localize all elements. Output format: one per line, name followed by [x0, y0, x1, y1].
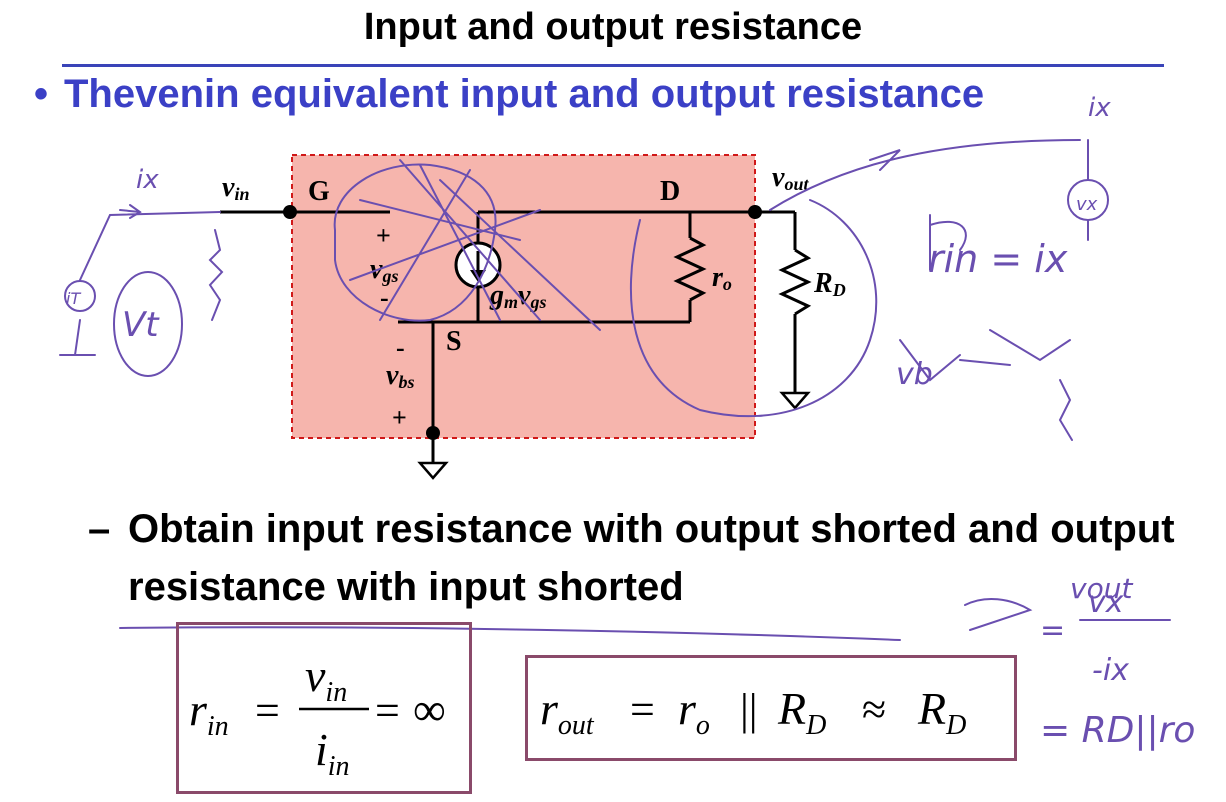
rout-approx: ≈	[862, 685, 886, 734]
ix-ratio-den: -ix	[1092, 653, 1129, 688]
subbullet-dash: –	[88, 507, 111, 551]
bullet-text: Thevenin equivalent input and output res…	[64, 72, 985, 116]
subbullet-text: Obtain input resistance with output shor…	[128, 507, 1175, 609]
vout-label: vout	[772, 162, 809, 194]
rin-note: rin = ix	[928, 237, 1068, 281]
rin-equation-box: rin = vin iin = ∞	[176, 622, 472, 794]
separator-stroke	[119, 626, 901, 641]
gate-node	[283, 205, 297, 219]
rin-equation: rin = vin iin = ∞	[189, 650, 446, 782]
source-label: S	[446, 326, 462, 357]
body-node	[426, 426, 440, 440]
rd-label: RD	[813, 268, 846, 300]
rd-resistor	[778, 248, 812, 316]
rout-ro: ro	[678, 683, 710, 741]
ix-note: ix	[136, 165, 159, 195]
vx-ratio-num: vx	[1088, 585, 1124, 620]
vx-note: vx	[1076, 194, 1098, 215]
rout-rd: RD	[777, 683, 826, 741]
slide-title: Input and output resistance	[363, 6, 863, 48]
vbs-plus: +	[392, 403, 407, 432]
scribble-lines	[349, 159, 601, 331]
vt-note: Vt	[122, 305, 160, 345]
rout-equals: =	[630, 685, 655, 734]
title-underline	[62, 64, 1164, 67]
bullet-dot: •	[34, 72, 49, 116]
handwritten-annotations	[59, 139, 1171, 641]
vb-sketch	[899, 329, 1073, 441]
model-box	[291, 154, 756, 439]
rin-equals-2: =	[375, 686, 400, 735]
vgs-plus: +	[376, 221, 391, 250]
arrow-head-icon	[869, 149, 901, 171]
ground-symbol-rd	[779, 391, 811, 410]
rout-rd2: RD	[917, 683, 966, 741]
rin-lhs: rin	[189, 684, 229, 742]
rin-sketch	[929, 214, 967, 271]
ix-note-right: ix	[1088, 93, 1111, 123]
drain-node	[748, 205, 762, 219]
output-loop	[629, 199, 878, 418]
vbs-label: vbs	[386, 360, 414, 392]
rd-ro-note: = RD||ro	[1040, 710, 1195, 751]
rin-denominator: iin	[315, 724, 350, 782]
gate-label: G	[308, 176, 330, 207]
ground-symbol	[417, 461, 449, 480]
rout-equation-box: rout = ro || RD ≈ RD	[525, 655, 1017, 761]
rout-lhs: rout	[540, 683, 595, 741]
equals-note: =	[1040, 613, 1065, 648]
drain-label: D	[660, 176, 680, 207]
vt-circle	[113, 271, 183, 377]
rin-infinity: ∞	[413, 684, 446, 735]
gm-vgs-label: gmvgs	[489, 280, 546, 312]
vbs-minus: -	[396, 333, 405, 362]
vin-label: vin	[222, 172, 249, 204]
rout-equation: rout = ro || RD ≈ RD	[540, 683, 966, 741]
test-source-lead	[769, 139, 1081, 211]
vb-note: vb	[896, 357, 933, 392]
rout-parallel: ||	[740, 685, 758, 734]
vout-note: vout	[1070, 572, 1133, 605]
vgs-minus: -	[380, 283, 389, 312]
ro-label: ro	[712, 262, 732, 294]
rin-numerator: vin	[305, 650, 347, 708]
vout-crossed	[964, 598, 1033, 631]
ro-resistor	[673, 236, 707, 302]
rin-equals: =	[255, 686, 280, 735]
bullet-thevenin: • Thevenin equivalent input and output re…	[34, 72, 984, 117]
input-source-circle	[64, 280, 96, 312]
input-resistor-sketch	[208, 229, 224, 321]
input-loop	[59, 211, 221, 356]
ix-arrow-icon	[119, 204, 142, 219]
it-note: iT	[66, 289, 81, 308]
